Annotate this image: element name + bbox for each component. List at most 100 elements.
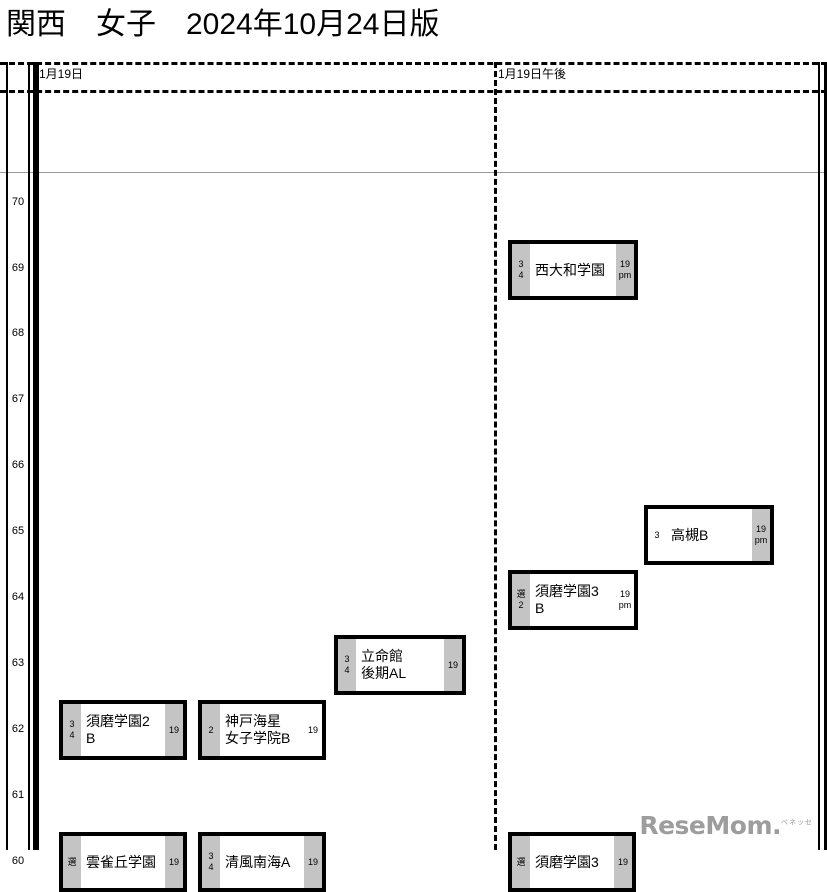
axis-rule-inner: [28, 62, 30, 850]
school-box-left-bottom: 4: [69, 730, 75, 740]
school-box-name: 須磨学園3: [530, 836, 614, 888]
plot-left-border: [33, 62, 39, 850]
school-name-line1: 神戸海星: [225, 713, 281, 729]
school-box-session: pm: [618, 270, 632, 280]
watermark-text: ReseMom.: [639, 811, 781, 840]
school-name-line1: 須磨学園2: [86, 713, 150, 729]
y-axis-tick: 63: [11, 657, 25, 669]
axis-rule-outer: [6, 62, 8, 850]
school-box-left-top: 3: [518, 259, 524, 269]
school-box-right-strip: 19: [304, 836, 322, 888]
page-title: 関西 女子 2024年10月24日版: [6, 8, 440, 41]
school-box-name: 立命館後期AL: [356, 639, 444, 691]
school-box-left-top: 選: [516, 589, 526, 599]
school-box-right-strip: 19: [304, 704, 322, 756]
y-axis-tick: 70: [11, 196, 25, 208]
school-box-left-top: 選: [516, 856, 526, 867]
school-box-left-strip: 選: [512, 836, 530, 888]
column-header-afternoon: 1月19日午後: [498, 67, 567, 81]
school-name-line2: 女子学院B: [225, 730, 291, 746]
school-box-left-top: 3: [344, 654, 350, 664]
y-axis-tick: 66: [11, 459, 25, 471]
school-name-line1: 高槻B: [671, 526, 709, 543]
school-box-name: 神戸海星女子学院B: [220, 704, 304, 756]
y-axis-tick: 61: [11, 789, 25, 801]
school-box-left-bottom: 4: [208, 862, 214, 872]
school-box-date: 19: [755, 524, 766, 534]
resemom-watermark: ReseMom.ベネッセ: [639, 811, 813, 840]
school-box-date: 19: [168, 856, 179, 867]
school-box-left-bottom: 4: [518, 270, 524, 280]
header-rule-bottom: [0, 90, 827, 93]
school-name-line1: 須磨学園3: [535, 583, 599, 599]
school-box-right-strip: 19: [444, 639, 462, 691]
school-box-session: pm: [618, 600, 632, 610]
school-name-line1: 清風南海A: [225, 853, 291, 870]
school-name-line2: 後期AL: [361, 665, 407, 681]
school-box-name: 清風南海A: [220, 836, 304, 888]
school-name-line1: 雲雀丘学園: [86, 853, 156, 870]
school-box-right-strip: 19: [614, 836, 632, 888]
school-box-date: 19: [307, 724, 318, 735]
school-box-right-strip: 19: [165, 836, 183, 888]
y-axis-tick: 62: [11, 723, 25, 735]
column-divider: [494, 62, 497, 850]
header-rule-top: [0, 62, 827, 65]
y-axis-tick: 65: [11, 525, 25, 537]
frame-right-edge: [824, 62, 827, 850]
school-box-left-top: 選: [67, 856, 77, 867]
school-box-left-top: 3: [654, 529, 660, 540]
school-box-name: 西大和学園: [530, 244, 616, 296]
school-box-name: 雲雀丘学園: [81, 836, 165, 888]
school-box-left-bottom: 4: [344, 665, 350, 675]
school-box-left-top: 3: [208, 851, 214, 861]
y-axis-tick: 64: [11, 591, 25, 603]
school-box-left-top: 3: [69, 719, 75, 729]
school-box-left-strip: 3: [648, 509, 666, 561]
gridline-70: [0, 172, 827, 173]
school-name-line2: B: [535, 600, 545, 616]
school-box-date: 19: [168, 724, 179, 735]
school-box-left-bottom: 2: [208, 724, 214, 735]
school-box-suma3[interactable]: 選須磨学園3 19: [508, 832, 636, 892]
school-name-line2: B: [86, 730, 96, 746]
school-box-right-strip: 19: [165, 704, 183, 756]
school-box-date: 19: [619, 589, 630, 599]
y-axis-tick: 69: [11, 262, 25, 274]
school-box-date: 19: [617, 856, 628, 867]
y-axis-tick: 68: [11, 327, 25, 339]
school-name-line1: 須磨学園3: [535, 853, 599, 870]
watermark-superscript: ベネッセ: [781, 818, 813, 827]
school-box-name: 高槻B: [666, 509, 752, 561]
school-box-left-bottom: 2: [518, 600, 524, 610]
school-name-line1: 立命館: [361, 648, 403, 664]
school-box-hibarigaoka[interactable]: 選雲雀丘学園 19: [59, 832, 187, 892]
school-box-session: pm: [754, 535, 768, 545]
school-box-date: 19: [447, 659, 458, 670]
school-box-left-strip: 2: [202, 704, 220, 756]
school-box-left-strip: 選: [63, 836, 81, 888]
y-axis-tick: 60: [11, 855, 25, 867]
school-box-date: 19: [619, 259, 630, 269]
plot-right-border: [818, 62, 820, 850]
y-axis-tick: 67: [11, 393, 25, 405]
school-box-date: 19: [307, 856, 318, 867]
school-name-line1: 西大和学園: [535, 261, 605, 278]
